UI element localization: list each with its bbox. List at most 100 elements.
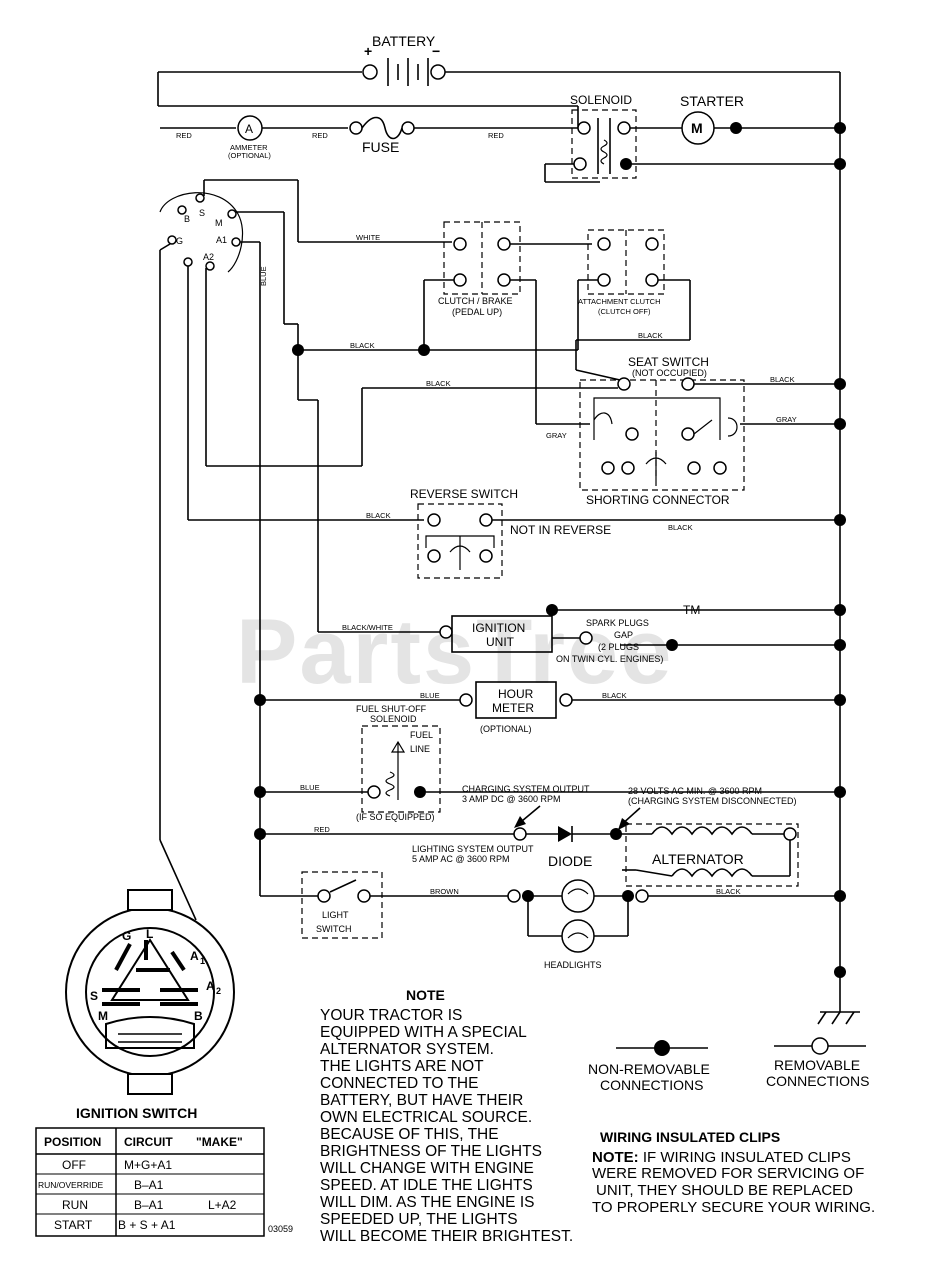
ground-bus — [817, 128, 860, 1025]
wire-label-brown: BROWN — [430, 887, 459, 896]
reverse-switch-label: REVERSE SWITCH — [410, 487, 518, 501]
seat-switch: BLACK BLACK GRAY GRAY SEAT SWITCH (NOT O… — [426, 355, 846, 507]
charging-output-label-2: 3 AMP DC @ 3600 RPM — [462, 794, 561, 804]
wire-label-blue-2: BLUE — [420, 691, 440, 700]
switch-face-l: L — [146, 927, 153, 941]
switch-face-b: B — [194, 1009, 203, 1023]
not-in-reverse-label: NOT IN REVERSE — [510, 523, 611, 537]
wire-label-gray-1: GRAY — [546, 431, 567, 440]
table-header-position: POSITION — [44, 1135, 101, 1149]
wire-label-black-8: BLACK — [716, 887, 741, 896]
switch-face-s: S — [90, 989, 98, 1003]
clips-line-1: IF WIRING INSULATED CLIPS — [639, 1149, 851, 1166]
switch-face-g: G — [122, 929, 131, 943]
wire-label-gray-2: GRAY — [776, 415, 797, 424]
ammeter-fuse-row: A RED RED RED AMMETER (OPTIONAL) FUSE — [160, 115, 578, 160]
wire-label-black-4: BLACK — [426, 379, 451, 388]
note-line: BECAUSE OF THIS, THE — [320, 1126, 499, 1143]
diode-label: DIODE — [548, 853, 592, 869]
starter-label: STARTER — [680, 93, 744, 109]
note-line: SPEEDED UP, THE LIGHTS — [320, 1211, 518, 1228]
table-row-off-circuit: M+G+A1 — [124, 1158, 172, 1172]
battery-pos-label: + — [364, 43, 372, 59]
note-line: WILL BECOME THEIR BRIGHTEST. — [320, 1228, 573, 1245]
clips-line-2: WERE REMOVED FOR SERVICING OF — [592, 1165, 864, 1182]
seat-switch-sub: (NOT OCCUPIED) — [632, 368, 707, 378]
note-line: BATTERY, BUT HAVE THEIR — [320, 1092, 523, 1109]
charging-output-label-1: CHARGING SYSTEM OUTPUT — [462, 784, 590, 794]
fuel-line-label-2: LINE — [410, 744, 430, 754]
light-switch-label-2: SWITCH — [316, 924, 352, 934]
note-line: ALTERNATOR SYSTEM. — [320, 1041, 494, 1058]
fuse-label: FUSE — [362, 139, 399, 155]
clips-line-4: TO PROPERLY SECURE YOUR WIRING. — [592, 1199, 875, 1216]
spark-plugs-label: SPARK PLUGS — [586, 618, 649, 628]
ignition-unit: IGNITION UNIT SPARK PLUGS GAP (2 PLUGS O… — [439, 604, 846, 664]
switch-face-a1-sub: 1 — [200, 956, 205, 966]
battery: + − BATTERY — [157, 33, 841, 128]
fuel-solenoid-label-1: FUEL SHUT-OFF — [356, 704, 427, 714]
wire-label-white: WHITE — [356, 233, 380, 242]
legend-non-removable-2: CONNECTIONS — [600, 1077, 703, 1093]
wire-label-black-5: BLACK — [366, 511, 391, 520]
battery-neg-label: − — [432, 43, 440, 59]
terminal-g: G — [176, 236, 183, 246]
table-row-run-circuit: B–A1 — [134, 1198, 164, 1212]
black-bus-row: BLACK — [292, 341, 578, 356]
seat-switch-label: SEAT SWITCH — [628, 355, 709, 369]
wire-label-black-white: BLACK/WHITE — [342, 623, 393, 632]
wire-label-black-7: BLACK — [602, 691, 627, 700]
hour-meter-optional: (OPTIONAL) — [480, 724, 532, 734]
ignition-switch-face: G L A 1 A 2 S M B — [65, 889, 235, 1095]
ignition-switch-table: IGNITION SWITCH POSITION CIRCUIT "MAKE" … — [35, 1105, 265, 1237]
table-row-start-position: START — [54, 1218, 93, 1232]
table-header-make: "MAKE" — [196, 1135, 243, 1149]
clutch-brake-sub: (PEDAL UP) — [452, 307, 502, 317]
wire-label-blue-1: BLUE — [259, 266, 268, 286]
switch-face-a1: A — [190, 949, 199, 963]
fuel-solenoid-label-2: SOLENOID — [370, 714, 417, 724]
wire-label-blue-3: BLUE — [300, 783, 320, 792]
volts-ac-label-2: (CHARGING SYSTEM DISCONNECTED) — [628, 796, 797, 806]
reverse-switch: BLACK BLACK REVERSE SWITCH NOT IN REVERS… — [366, 487, 846, 579]
switch-face-a2-sub: 2 — [216, 986, 221, 996]
diode-alternator: RED DIODE ALTERNATOR CHARGING SYSTEM OUT… — [254, 784, 799, 887]
wire-label-red-2: RED — [312, 131, 328, 140]
table-row-override-position: RUN/OVERRIDE — [38, 1180, 104, 1190]
spark-plugs-gap: GAP — [614, 630, 633, 640]
table-row-start-circuit: B + S + A1 — [118, 1218, 176, 1232]
switch-face-m: M — [98, 1009, 108, 1023]
table-row-run-make: L+A2 — [208, 1198, 237, 1212]
clips-note-label: NOTE: — [592, 1149, 639, 1166]
note-line: CONNECTED TO THE — [320, 1075, 478, 1092]
ignition-switch-wires: WHITE BLACK/WHITE BLUE — [159, 179, 540, 921]
lighting-output-label-1: LIGHTING SYSTEM OUTPUT — [412, 844, 534, 854]
clips-line-3: UNIT, THEY SHOULD BE REPLACED — [596, 1182, 853, 1199]
attachment-clutch-switch: ATTACHMENT CLUTCH (CLUTCH OFF) BLACK — [575, 229, 691, 381]
spark-plugs-count: (2 PLUGS — [598, 642, 639, 652]
table-header-circuit: CIRCUIT — [124, 1135, 173, 1149]
battery-label: BATTERY — [372, 33, 436, 49]
note-line: THE LIGHTS ARE NOT — [320, 1058, 484, 1075]
light-switch-label-1: LIGHT — [322, 910, 349, 920]
note-line: EQUIPPED WITH A SPECIAL — [320, 1024, 527, 1041]
shorting-connector-label: SHORTING CONNECTOR — [586, 493, 730, 507]
starter-motor-symbol: M — [691, 120, 703, 136]
fuel-shutoff-solenoid: BLUE FUEL SHUT-OFF SOLENOID FUEL LINE (I… — [254, 704, 846, 822]
note-title: NOTE — [406, 987, 445, 1003]
svg-text:NOTE: IF WIRING INSULATED CLIP: NOTE: IF WIRING INSULATED CLIPS — [592, 1149, 851, 1166]
legend-removable-2: CONNECTIONS — [766, 1073, 869, 1089]
clips-note: WIRING INSULATED CLIPS NOTE: IF WIRING I… — [592, 1129, 875, 1216]
note-line: SPEED. AT IDLE THE LIGHTS — [320, 1177, 533, 1194]
if-so-equipped-label: (IF SO EQUIPPED) — [356, 812, 435, 822]
hour-meter-label-2: METER — [492, 701, 534, 715]
hour-meter-label-1: HOUR — [498, 687, 534, 701]
terminal-s: S — [199, 208, 205, 218]
wire-label-black-6: BLACK — [668, 523, 693, 532]
ammeter-label: AMMETER — [230, 143, 268, 152]
terminal-a2: A2 — [203, 252, 214, 262]
solenoid: SOLENOID — [544, 93, 846, 183]
hour-meter: BLUE BLACK HOUR METER (OPTIONAL) — [254, 681, 846, 734]
note-line: YOUR TRACTOR IS — [320, 1007, 462, 1024]
